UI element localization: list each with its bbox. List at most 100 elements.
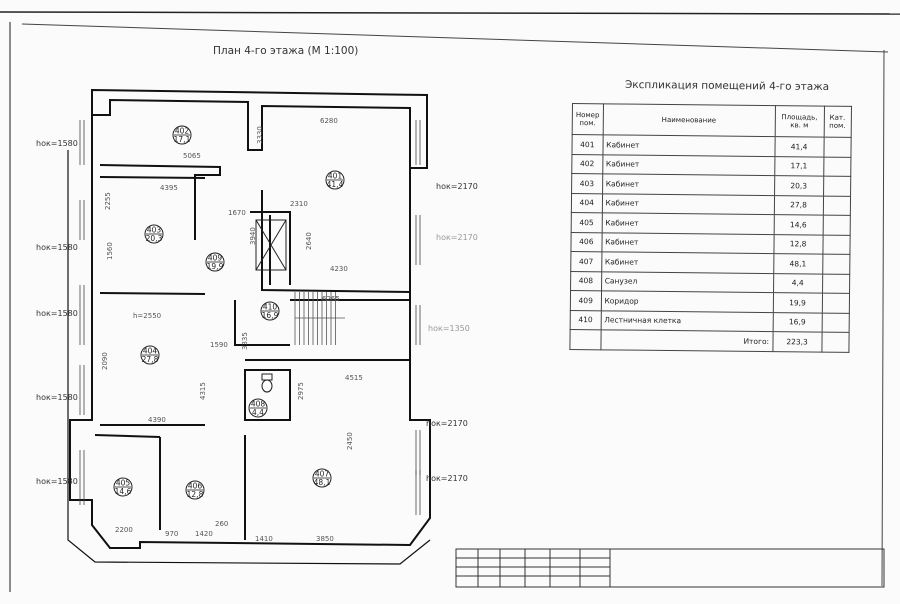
room-category-cell: [822, 254, 850, 274]
header-category: Кат. пом.: [823, 106, 852, 138]
ceiling-height-label: h=2550: [133, 312, 161, 320]
room-number-cell: 405: [571, 212, 602, 233]
room-name-cell: Кабинет: [601, 232, 774, 254]
building-walls: [67, 88, 431, 565]
window-height-label: hок=1580: [36, 243, 78, 252]
plan-title: План 4-го этажа (М 1:100): [213, 45, 359, 57]
room-category-cell: [822, 234, 850, 255]
dimension-label: 6265: [322, 295, 340, 303]
room-name-cell: Кабинет: [601, 251, 774, 274]
room-number: 404: [143, 347, 158, 356]
dimension-label: 970: [165, 530, 178, 538]
room-number-cell: 407: [570, 251, 602, 272]
room-area-cell: 19,9: [772, 292, 823, 313]
window-height-label: hок=1580: [36, 139, 78, 148]
window-height-label: hок=1350: [428, 324, 470, 333]
room-number: 408: [251, 400, 266, 409]
room-category-cell: [823, 176, 851, 196]
window-height-label: hок=2170: [436, 182, 478, 191]
room-area-cell: 16,9: [772, 312, 822, 333]
room-category-cell: [822, 273, 850, 294]
room-number-cell: 410: [570, 309, 601, 330]
window-height-label: hок=2170: [426, 474, 468, 483]
dimension-label: 3940: [249, 227, 257, 245]
table-header-row: Номер пом. Наименование Площадь, кв. м К…: [572, 103, 852, 138]
explication-title: Экспликация помещений 4-го этажа: [624, 78, 830, 94]
total-label: Итого:: [600, 329, 773, 352]
header-name: Наименование: [602, 103, 776, 137]
dimension-label: 4390: [148, 416, 166, 424]
room-category-cell: [823, 156, 851, 177]
sheet-top-edge: [0, 11, 900, 15]
staircase: [294, 292, 345, 345]
room-area: 12,8: [187, 490, 204, 499]
room-number: 407: [315, 470, 330, 479]
room-category-cell: [821, 293, 850, 313]
room-area-cell: 20,3: [774, 175, 824, 196]
explication-table: Номер пом. Наименование Площадь, кв. м К…: [569, 103, 852, 352]
room-name-cell: Санузел: [601, 271, 774, 293]
room-number: 409: [208, 254, 223, 263]
room-number-cell: 401: [571, 134, 603, 155]
room-area-cell: 27,8: [773, 195, 824, 216]
dimension-label: 2640: [305, 232, 313, 250]
total-area: 223,3: [772, 331, 822, 352]
room-category-cell: [821, 312, 849, 333]
room-area-cell: 48,1: [773, 253, 823, 274]
dimension-label: 3850: [316, 535, 334, 543]
empty-cell: [569, 329, 601, 350]
room-name-cell: Кабинет: [601, 212, 774, 235]
dimension-label: 1420: [195, 530, 213, 538]
room-number: 410: [263, 303, 278, 312]
dimension-label: 3335: [241, 332, 249, 350]
room-number: 401: [328, 172, 343, 181]
dimension-label: 2090: [101, 352, 109, 370]
dimension-label: 5065: [183, 152, 201, 160]
dimension-label: 4315: [199, 382, 207, 400]
room-area: 17,1: [174, 135, 191, 144]
room-number: 402: [175, 127, 190, 136]
dimension-label: 3330: [256, 126, 264, 144]
room-area-cell: 14,6: [773, 214, 823, 235]
room-area: 27,8: [142, 355, 159, 364]
room-number-cell: 403: [571, 173, 603, 194]
dimension-label: 4515: [345, 374, 363, 382]
window-height-label: hок=2170: [426, 419, 468, 428]
dimension-label: 1670: [228, 209, 246, 217]
room-name-cell: Лестничная клетка: [600, 310, 773, 332]
room-area: 20,3: [146, 234, 163, 243]
room-number-cell: 409: [570, 290, 602, 311]
dimension-label: 2200: [115, 526, 133, 534]
room-number-cell: 402: [571, 154, 603, 174]
dimension-label: 1560: [106, 242, 114, 260]
dimension-label: 260: [215, 520, 228, 528]
room-category-cell: [823, 137, 851, 157]
room-area: 41,4: [327, 180, 344, 189]
room-area-cell: 4,4: [773, 273, 823, 294]
room-number-cell: 404: [571, 193, 603, 213]
dimension-label: 4395: [160, 184, 178, 192]
room-number-cell: 406: [570, 231, 602, 252]
room-name-cell: Кабинет: [602, 134, 775, 157]
room-area: 48,1: [314, 478, 331, 487]
room-area: 19,9: [207, 262, 224, 271]
elevator-shaft: [255, 219, 287, 271]
room-area-cell: 41,4: [774, 136, 824, 157]
room-number: 405: [116, 479, 131, 488]
frame-top-line: [21, 23, 889, 53]
room-number-cell: 408: [570, 270, 602, 291]
dimension-label: 1590: [210, 341, 228, 349]
dimension-label: 2450: [346, 432, 354, 450]
